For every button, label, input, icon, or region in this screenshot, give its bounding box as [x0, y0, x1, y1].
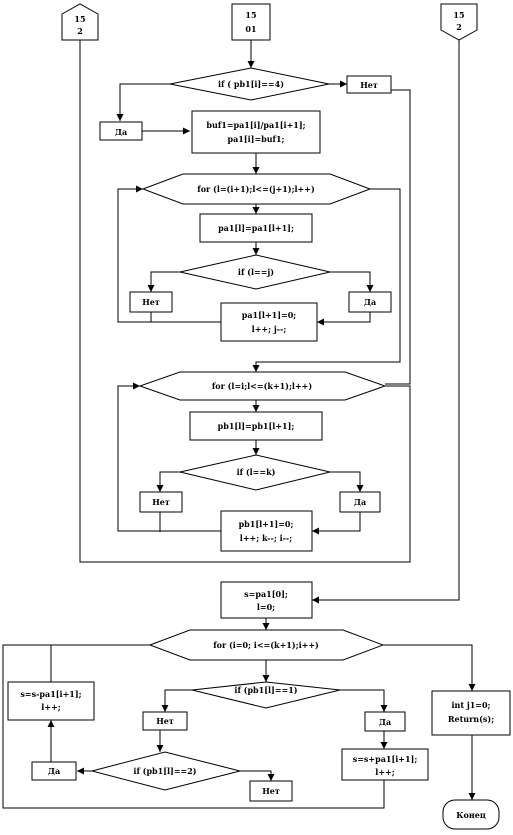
label-text: Нет [360, 80, 378, 90]
process-line1: pb1[l]=pb1[l+1]; [218, 421, 295, 431]
loop-for-1: for (l=(i+1);l<=(j+1);l++) [141, 173, 372, 205]
label-text: Нет [156, 716, 174, 726]
process-line2: l++; j--; [252, 324, 287, 334]
connector-line2: 2 [456, 22, 462, 32]
process-line2: l++; [375, 767, 394, 777]
label-text: Да [379, 717, 391, 727]
connector-top-right: 15 2 [440, 3, 478, 41]
label-text: Нет [262, 786, 280, 796]
decision-text: if (pb1[l]==2) [133, 766, 196, 776]
process-line1: int j1=0; [451, 700, 490, 710]
label-text: Да [364, 297, 376, 307]
process-zero-pb1: pb1[l+1]=0; l++; k--; i--; [220, 510, 313, 552]
label-da-2: Да [348, 291, 392, 313]
decision-l-eq-j: if (l==j) [179, 254, 331, 290]
process-init: s=pa1[0]; l=0; [220, 581, 313, 619]
process-line1: s=s-pa1[i+1]; [20, 689, 81, 699]
label-net-1: Нет [346, 75, 392, 94]
process-return: int j1=0; Return(s); [431, 690, 511, 736]
connector-line2: 2 [77, 26, 83, 36]
label-text: Нет [142, 297, 160, 307]
process-line1: pa1[l+1]=0; [242, 310, 296, 320]
process-line1: pb1[l+1]=0; [239, 519, 294, 529]
label-da-3: Да [339, 491, 381, 513]
process-line2: pa1[i]=buf1; [227, 134, 284, 144]
decision-pb1-eq-2: if (pb1[l]==2) [90, 751, 241, 791]
process-line2: Return(s); [448, 714, 494, 724]
terminator-text: Конец [456, 810, 486, 820]
label-text: Да [354, 497, 366, 507]
decision-text: if (l==k) [237, 467, 276, 477]
connector-line1: 15 [74, 14, 85, 24]
loop-for-2: for (l=i;l<=(k+1);l++) [138, 371, 387, 401]
connector-line1: 15 [453, 10, 464, 20]
flow-lines [2, 40, 476, 809]
label-text: Нет [152, 497, 170, 507]
loop-text: for (i=0; i<=(k+1);i++) [213, 640, 319, 650]
label-text: Да [115, 127, 127, 137]
loop-for-3: for (i=0; i<=(k+1);i++) [148, 629, 385, 661]
label-text: Да [48, 766, 60, 776]
process-line1: buf1=pa1[i]/pa1[i+1]; [206, 120, 305, 130]
decision-pb1-eq-1: if (pb1[l]==1) [191, 681, 341, 709]
decision-text: if (pb1[l]==1) [234, 685, 297, 695]
process-line1: s=s+pa1[i+1]; [353, 754, 418, 764]
process-line1: s=pa1[0]; [244, 589, 288, 599]
connector-top-mid: 15 01 [231, 3, 271, 41]
terminator-end: Конец [442, 799, 500, 830]
process-subtract: s=s-pa1[i+1]; l++; [7, 681, 95, 721]
process-add: s=s+pa1[i+1]; l++; [341, 748, 429, 781]
label-da-5: Да [31, 761, 77, 781]
connector-top-left: 15 2 [61, 3, 99, 41]
process-buf: buf1=pa1[i]/pa1[i+1]; pa1[i]=buf1; [191, 110, 321, 154]
connector-line1: 15 [245, 10, 256, 20]
process-shift-pa1: pa1[l]=pa1[l+1]; [199, 213, 313, 243]
process-line2: l++; k--; i--; [240, 533, 292, 543]
label-da-4: Да [364, 711, 406, 732]
decision-text: if (l==j) [238, 267, 274, 277]
decision-text: if ( pb1[i]==4) [218, 79, 284, 89]
loop-text: for (l=(i+1);l<=(j+1);l++) [197, 184, 315, 194]
connector-line2: 01 [245, 24, 256, 34]
label-net-4: Нет [142, 711, 188, 731]
process-line2: l=0; [257, 602, 275, 612]
process-zero-pa1: pa1[l+1]=0; l++; j--; [220, 302, 318, 342]
label-da-1: Да [99, 121, 143, 141]
decision-pb1-eq-4: if ( pb1[i]==4) [169, 67, 330, 101]
loop-text: for (l=i;l<=(k+1);l++) [212, 381, 313, 391]
process-line1: pa1[l]=pa1[l+1]; [218, 223, 294, 233]
label-net-5: Нет [249, 780, 293, 802]
process-line2: l++; [41, 702, 60, 712]
process-shift-pb1: pb1[l]=pb1[l+1]; [189, 411, 323, 441]
decision-l-eq-k: if (l==k) [179, 454, 331, 491]
label-net-2: Нет [129, 291, 173, 313]
label-net-3: Нет [139, 491, 183, 513]
